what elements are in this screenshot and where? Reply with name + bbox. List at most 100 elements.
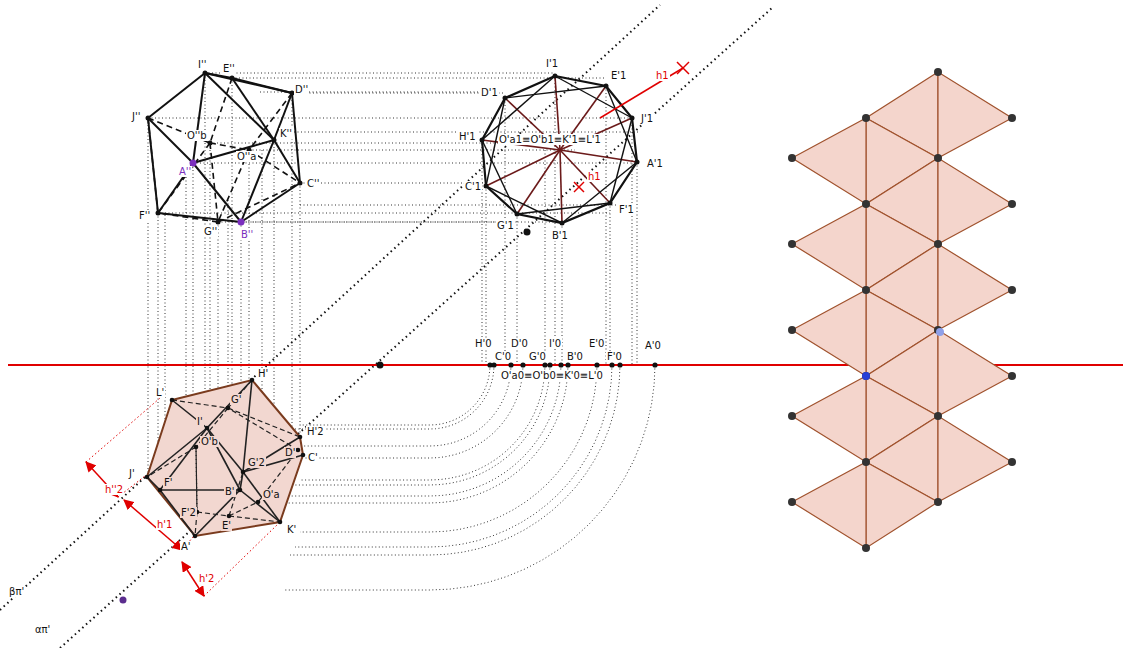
net-vertex (934, 240, 942, 248)
icosahedron-net (788, 68, 1016, 552)
axis-point (609, 362, 614, 367)
rotation-arc (300, 365, 545, 480)
visible-edge (482, 76, 555, 140)
side-view-label: E'1 (610, 70, 627, 81)
axis-point (547, 362, 552, 367)
visible-edge (292, 93, 300, 183)
net-face (938, 244, 1012, 330)
visible-edge (243, 472, 280, 522)
hidden-edge (158, 213, 218, 222)
plane-trace (60, 8, 772, 648)
net-face (938, 416, 1012, 502)
visible-edge (562, 162, 637, 223)
front-view-label: O''b (186, 130, 208, 141)
front-view-label: A'' (178, 166, 192, 177)
visible-edge (243, 437, 300, 472)
plan-label: F'2 (180, 507, 197, 518)
hidden-edge (228, 408, 300, 437)
hidden-edge (210, 143, 249, 150)
dimension-label: h1 (587, 171, 602, 182)
plan-label: H' (257, 368, 269, 379)
vertex-point (630, 116, 635, 121)
side-view-label: D'1 (480, 87, 499, 98)
dimensions (86, 398, 278, 596)
net-vertex (934, 412, 942, 420)
visible-edge (172, 400, 207, 428)
dimension-arrow (124, 500, 182, 550)
vertex-point (250, 378, 255, 383)
net-vertex (1008, 286, 1016, 294)
projection-line (205, 73, 555, 74)
plan-label: F' (163, 477, 174, 488)
side-view-label: O'a1≡O'b1≡K'1≡L'1 (498, 134, 602, 145)
front-view-label: G'' (203, 226, 218, 237)
projection-line (545, 150, 546, 365)
net-vertex (862, 458, 870, 466)
plan-label: A' (180, 541, 192, 552)
axis-label: H'0 (474, 338, 493, 349)
vertex-point (608, 201, 613, 206)
side-view-label: B'1 (551, 230, 569, 241)
vertex-point (145, 475, 150, 480)
hidden-edge (249, 93, 292, 150)
projection-line (193, 163, 637, 164)
visible-edge (193, 73, 205, 163)
radius-line (560, 150, 562, 223)
axis-point (652, 362, 657, 367)
visible-edge (147, 428, 207, 477)
plan-label: D' (284, 447, 296, 458)
net-vertex (788, 498, 796, 506)
axis-label: G'0 (528, 351, 547, 362)
vertex-point (193, 534, 198, 539)
net-vertex (934, 154, 942, 162)
front-view-label: K'' (279, 128, 293, 139)
axis-point (520, 362, 525, 367)
axis-label: B'0 (566, 351, 584, 362)
vertex-point (480, 138, 485, 143)
radius-line (560, 150, 637, 162)
side-view-label: C'1 (464, 181, 482, 192)
net-vertex (788, 240, 796, 248)
axis-point (617, 362, 622, 367)
vertex-point (216, 220, 221, 225)
front-view-label: J'' (131, 111, 141, 122)
projection-line (606, 86, 607, 365)
front-view-label: E'' (222, 63, 236, 74)
plan-label: J' (128, 468, 136, 479)
axis-label: A'0 (644, 340, 662, 351)
projection-line (205, 73, 206, 428)
vertex-point (515, 212, 520, 217)
rotation-arc (285, 365, 523, 458)
plan-label: C' (307, 452, 319, 463)
net-vertex (936, 328, 944, 336)
plan-label: L' (155, 387, 165, 398)
plan-label: I' (196, 416, 204, 427)
net-vertex (1008, 458, 1016, 466)
net-vertex (862, 372, 870, 380)
hidden-edge (196, 447, 197, 512)
projection-line (148, 118, 149, 477)
hidden-edge (218, 183, 300, 222)
height-line (574, 182, 584, 192)
rotation-arc (290, 365, 561, 496)
rotation-arc (295, 365, 550, 485)
plan-label: O'b (200, 436, 219, 447)
net-face (792, 462, 866, 548)
net-vertex (1008, 114, 1016, 122)
visible-edge (158, 163, 193, 213)
vertex-point (238, 219, 245, 226)
hidden-edge (210, 143, 218, 222)
projection-line (292, 93, 293, 450)
axis-point (508, 362, 513, 367)
net-vertex (788, 412, 796, 420)
radius-line (486, 150, 560, 186)
visible-edge (207, 380, 252, 428)
vertex-point (484, 184, 489, 189)
hidden-edge (172, 400, 228, 408)
projection-line (300, 183, 301, 455)
rotation-arc (295, 365, 612, 547)
axis-label: E'0 (588, 338, 605, 349)
hidden-edge (196, 447, 197, 512)
outline-edge (482, 76, 637, 223)
